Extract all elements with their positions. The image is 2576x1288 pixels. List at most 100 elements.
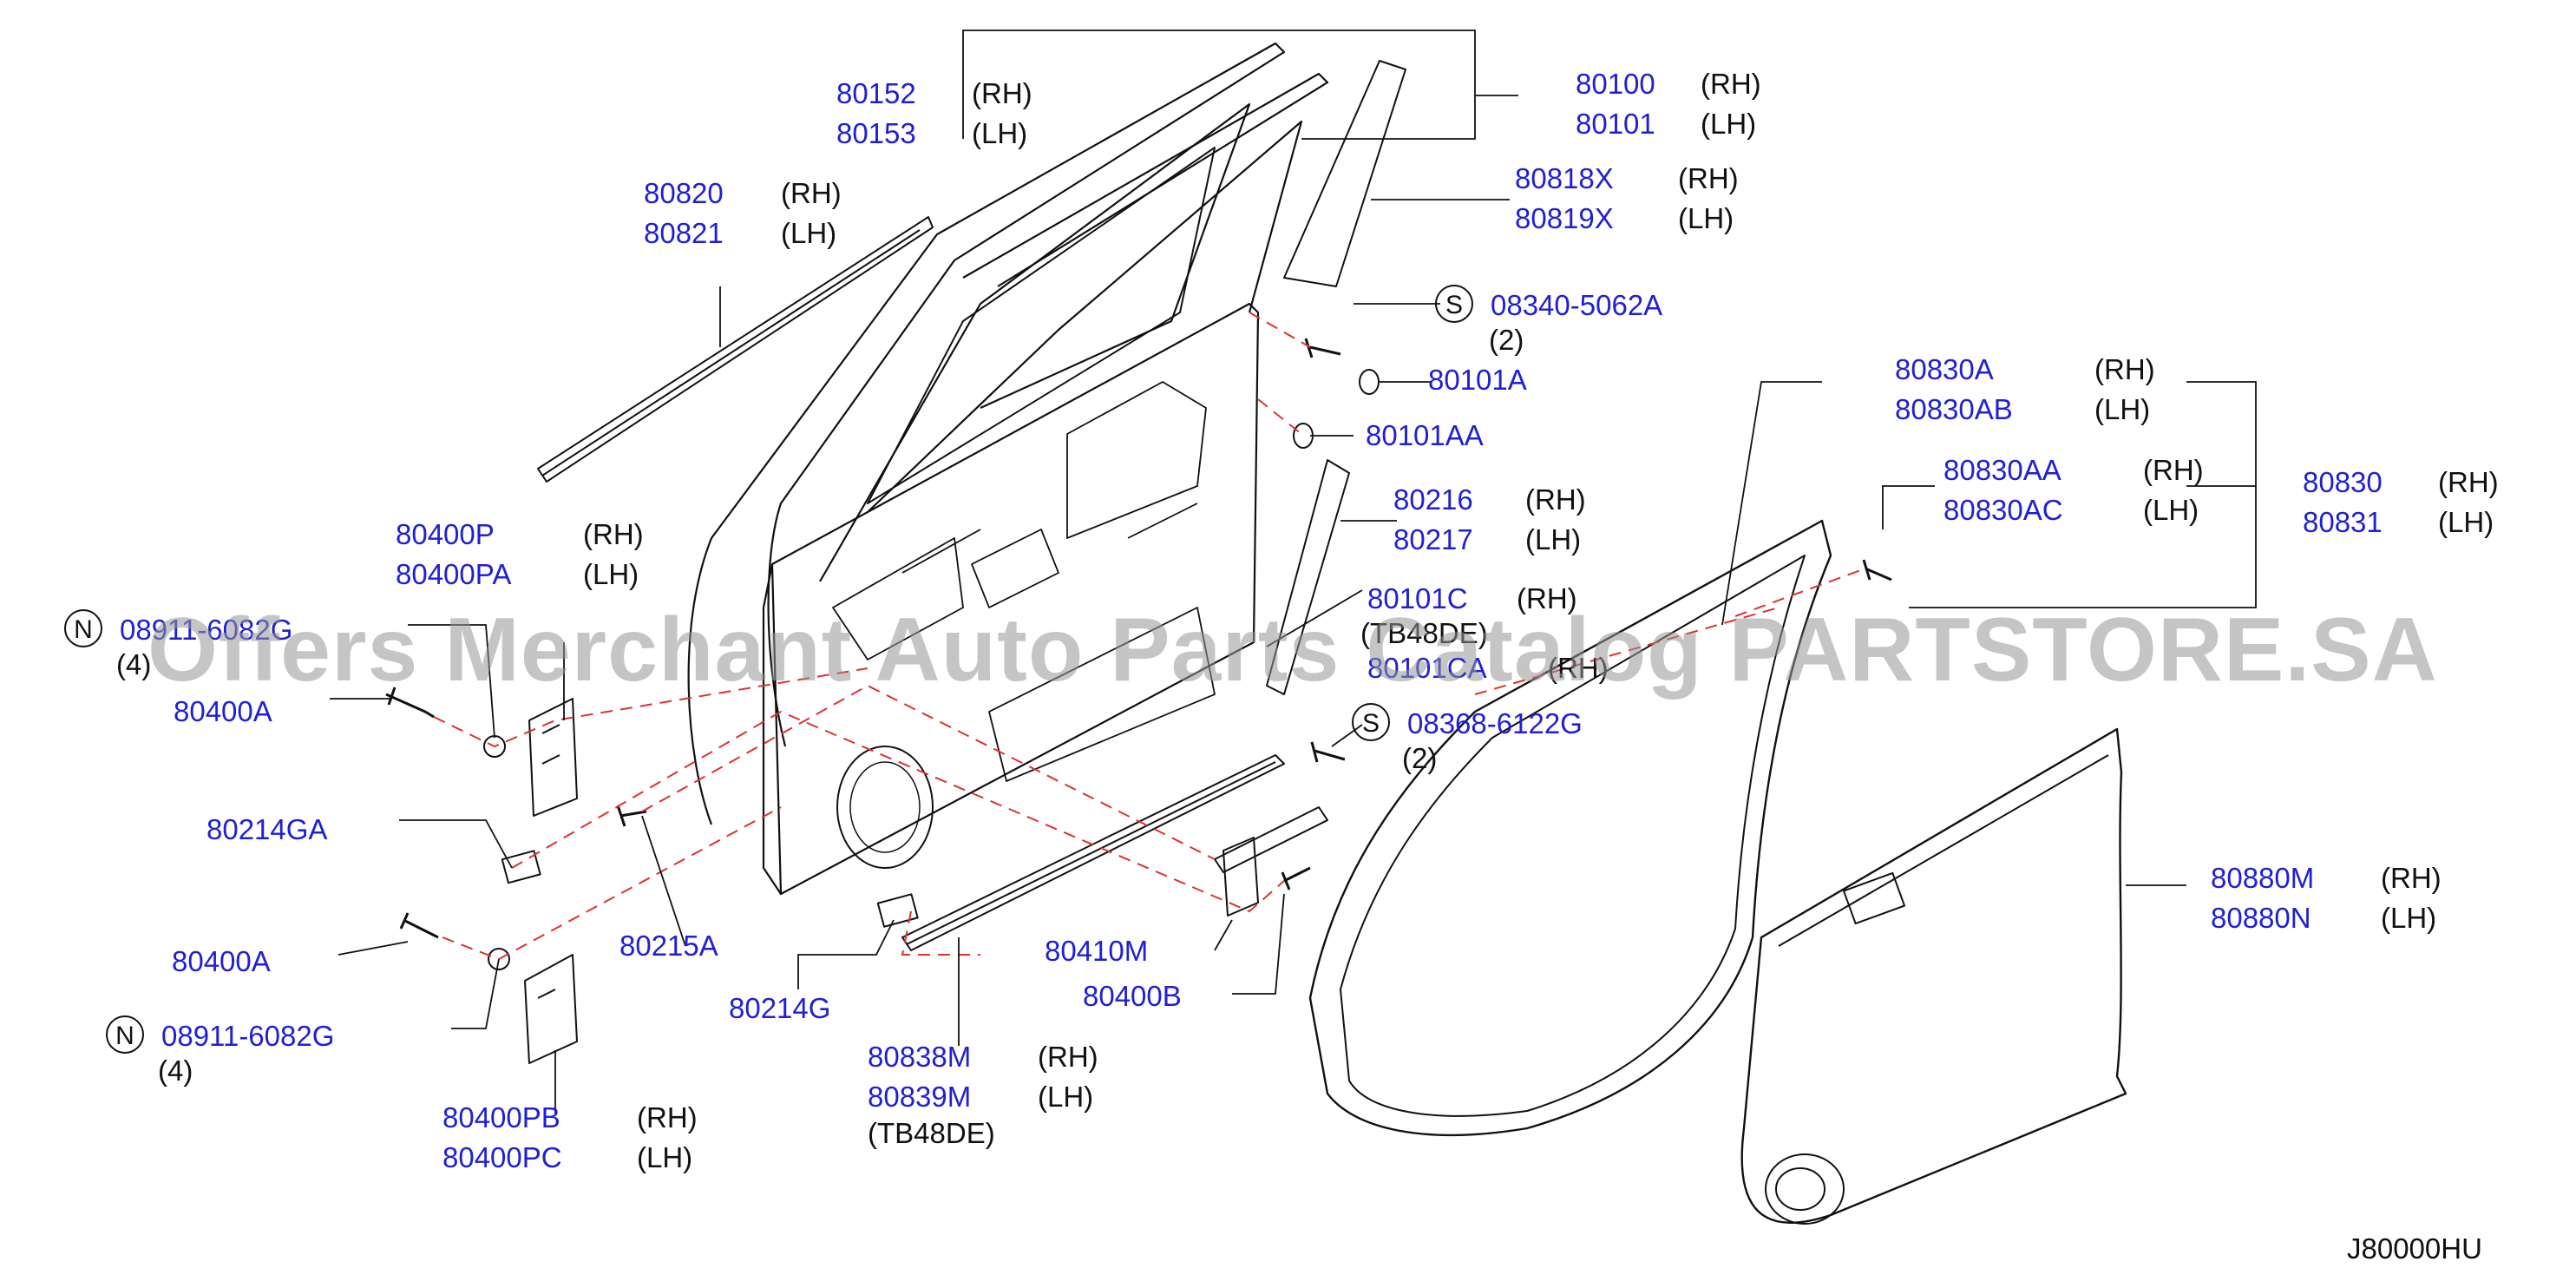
- pad-80214g: [876, 893, 919, 928]
- qty-08340: (2): [1489, 324, 1524, 356]
- s-marker-2: S: [1352, 703, 1390, 741]
- side-80101: (LH): [1701, 108, 1757, 140]
- trim-pocket: [1765, 1153, 1845, 1225]
- part-80101[interactable]: 80101: [1576, 108, 1655, 140]
- door-panel-cutouts: [832, 381, 1216, 782]
- side-80838m: (RH): [1038, 1041, 1098, 1073]
- part-80101aa[interactable]: 80101AA: [1366, 419, 1484, 451]
- note-80101c: (TB48DE): [1360, 617, 1488, 649]
- part-80153[interactable]: 80153: [836, 117, 916, 149]
- side-80880n: (LH): [2381, 902, 2437, 934]
- side-80400p: (RH): [583, 518, 644, 550]
- door-sash-outline: [687, 42, 1286, 825]
- door-inner-panel: [770, 302, 1260, 896]
- lower-sealing-strip: [901, 754, 1285, 951]
- door-check: [1214, 806, 1328, 873]
- part-80410m[interactable]: 80410M: [1045, 935, 1149, 967]
- part-80101c[interactable]: 80101C: [1367, 582, 1468, 614]
- check-bolt-80400b: [1281, 866, 1311, 890]
- door-trim-panel: [1740, 727, 2127, 1224]
- side-80880m: (RH): [2381, 862, 2442, 894]
- door-glass-run: [867, 72, 1329, 513]
- part-80400pc[interactable]: 80400PC: [442, 1141, 562, 1173]
- side-80101c: (RH): [1517, 582, 1577, 614]
- window-glass: [867, 147, 1216, 504]
- pad-80214ga: [501, 850, 541, 884]
- belt-moulding: [537, 216, 934, 483]
- weatherstrip-front: [1266, 459, 1350, 695]
- part-80100[interactable]: 80100: [1576, 68, 1655, 100]
- part-80830ab[interactable]: 80830AB: [1895, 393, 2013, 425]
- part-80820[interactable]: 80820: [644, 177, 724, 209]
- part-80880n[interactable]: 80880N: [2211, 902, 2311, 934]
- side-80839m: (LH): [1038, 1081, 1094, 1113]
- hinge-nut-lower: [488, 948, 510, 970]
- part-80839m[interactable]: 80839M: [868, 1081, 972, 1113]
- part-80217[interactable]: 80217: [1393, 523, 1473, 555]
- side-80821: (LH): [781, 217, 837, 249]
- screw-08368: [1310, 741, 1346, 763]
- n-marker-2: N: [106, 1015, 144, 1054]
- lower-hinge: [524, 954, 578, 1064]
- part-80152[interactable]: 80152: [836, 77, 916, 109]
- part-80400pb[interactable]: 80400PB: [442, 1101, 560, 1134]
- part-80838m[interactable]: 80838M: [868, 1041, 972, 1073]
- part-80880m[interactable]: 80880M: [2211, 862, 2315, 894]
- door-check-bracket: [1222, 837, 1259, 917]
- qty-08911-b: (4): [158, 1055, 193, 1087]
- body-weatherstrip: [1308, 519, 1832, 1137]
- part-80214ga[interactable]: 80214GA: [206, 813, 328, 845]
- side-80400pb: (RH): [637, 1101, 698, 1134]
- part-80400a-lower[interactable]: 80400A: [172, 945, 271, 977]
- part-80101a[interactable]: 80101A: [1428, 364, 1527, 396]
- watermark: Offers Merchant Auto Parts Catalog PARTS…: [147, 600, 2438, 700]
- part-08340-5062a[interactable]: 08340-5062A: [1491, 289, 1663, 321]
- clip-80101aa: [1293, 423, 1314, 449]
- side-80152: (RH): [972, 77, 1032, 109]
- part-80400a-upper[interactable]: 80400A: [174, 695, 272, 727]
- side-80101ca: (RH): [1548, 652, 1609, 684]
- screw-08340: [1304, 338, 1341, 358]
- side-80217: (LH): [1525, 523, 1582, 555]
- side-80830: (RH): [2438, 466, 2499, 498]
- door-sash-inner: [819, 102, 1251, 582]
- part-80830ac[interactable]: 80830AC: [1943, 494, 2063, 526]
- part-80400b[interactable]: 80400B: [1083, 980, 1182, 1012]
- hinge-bolt-upper: [385, 687, 435, 719]
- part-08911-6082g-a[interactable]: 08911-6082G: [120, 614, 293, 646]
- part-80821[interactable]: 80821: [644, 217, 724, 249]
- part-80818x[interactable]: 80818X: [1515, 162, 1614, 194]
- side-80400pc: (LH): [637, 1141, 693, 1173]
- part-80400pa[interactable]: 80400PA: [396, 558, 512, 590]
- part-80830aa[interactable]: 80830AA: [1943, 454, 2061, 486]
- side-80819x: (LH): [1678, 202, 1734, 234]
- clip-80101a: [1359, 369, 1380, 395]
- part-08911-6082g-b[interactable]: 08911-6082G: [161, 1020, 335, 1052]
- part-80400p[interactable]: 80400P: [396, 518, 495, 550]
- part-80831[interactable]: 80831: [2303, 506, 2383, 538]
- qty-08911-a: (4): [116, 648, 152, 680]
- part-80214g[interactable]: 80214G: [729, 992, 831, 1024]
- s-marker-1: S: [1435, 285, 1473, 323]
- hinge-bolt-lower: [399, 912, 439, 939]
- glass-run-channel: [1283, 60, 1406, 287]
- side-80830a: (RH): [2094, 353, 2155, 385]
- part-80101ca[interactable]: 80101CA: [1367, 652, 1487, 684]
- diagram-code: J80000HU: [2347, 1232, 2482, 1265]
- part-80216[interactable]: 80216: [1393, 483, 1473, 516]
- part-08368-6122g[interactable]: 08368-6122G: [1407, 707, 1583, 739]
- part-80819x[interactable]: 80819X: [1515, 202, 1614, 234]
- part-80830[interactable]: 80830: [2303, 466, 2383, 498]
- screw-80830aa: [1862, 559, 1892, 582]
- n-marker-1: N: [64, 609, 102, 647]
- bolt-80215a: [616, 805, 647, 827]
- side-80820: (RH): [781, 177, 842, 209]
- side-80818x: (RH): [1678, 162, 1739, 194]
- side-80830ab: (LH): [2094, 393, 2151, 425]
- part-80215a[interactable]: 80215A: [619, 930, 718, 962]
- leader-lines: [330, 30, 2257, 1115]
- qty-08368: (2): [1402, 742, 1438, 774]
- part-80830a[interactable]: 80830A: [1895, 353, 1994, 385]
